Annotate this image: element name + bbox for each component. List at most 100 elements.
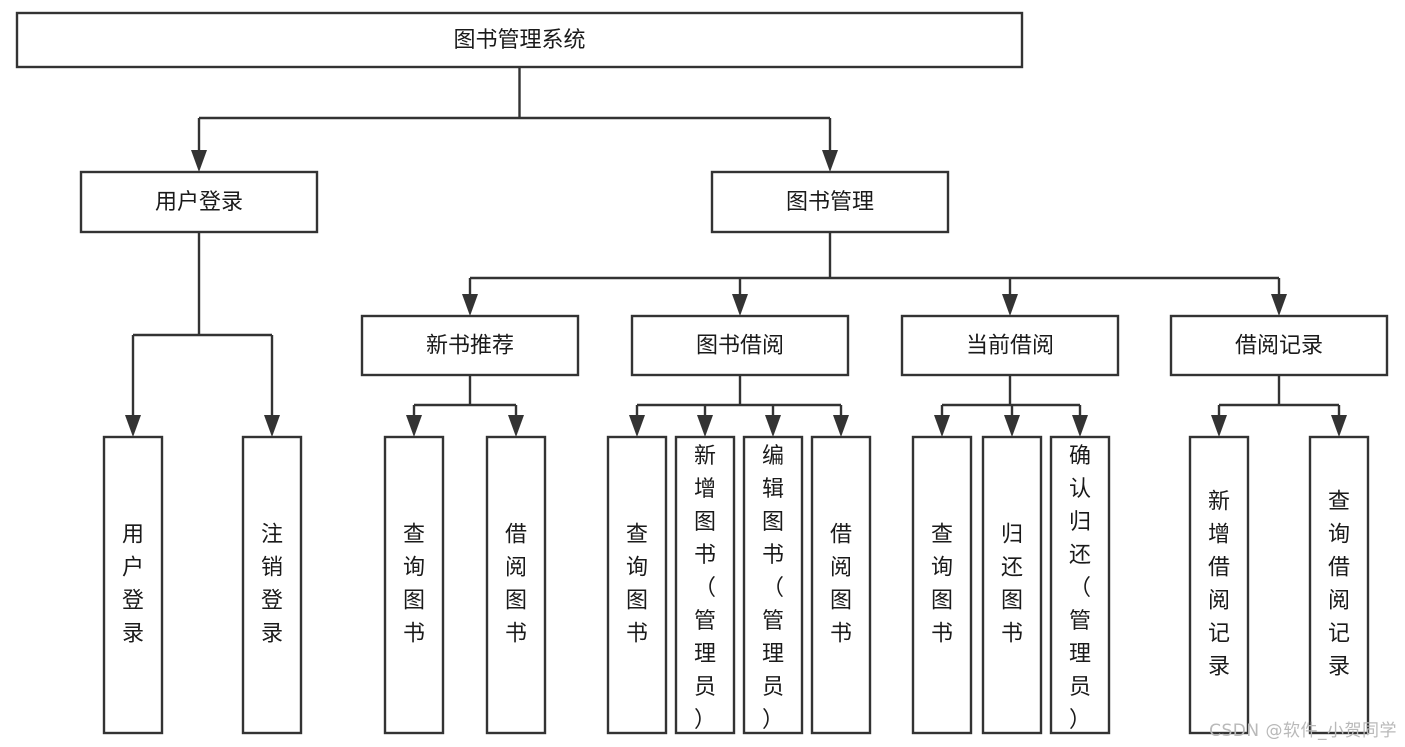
svg-text:阅: 阅 — [505, 556, 527, 581]
node-box-leaf-user-logout[interactable] — [241, 435, 303, 735]
arrow-head-icon — [629, 415, 645, 437]
svg-text:员: 员 — [1069, 675, 1091, 700]
svg-text:书: 书 — [931, 622, 953, 647]
node-box-leaf-query-book-3[interactable] — [911, 435, 973, 735]
svg-text:书: 书 — [626, 622, 648, 647]
svg-text:确: 确 — [1069, 444, 1091, 469]
svg-text:询: 询 — [931, 556, 953, 581]
node-box-book-borrow[interactable] — [630, 314, 850, 377]
node-box-book-management[interactable] — [710, 170, 950, 234]
svg-text:新: 新 — [694, 444, 716, 469]
arrow-head-icon — [822, 150, 838, 172]
node-box-leaf-query-record[interactable] — [1308, 435, 1370, 735]
svg-text:阅: 阅 — [830, 556, 852, 581]
svg-text:（: （ — [1069, 576, 1091, 601]
svg-text:）: ） — [694, 708, 716, 733]
svg-text:借: 借 — [830, 523, 852, 548]
svg-text:询: 询 — [626, 556, 648, 581]
arrow-head-icon — [765, 415, 781, 437]
svg-text:图: 图 — [694, 510, 716, 535]
node-root[interactable]: 图书管理系统 — [15, 11, 1024, 69]
node-box-leaf-user-login[interactable] — [102, 435, 164, 735]
node-label-leaf-user-login: 用户登录 — [122, 523, 144, 647]
node-label-user-login: 用户登录 — [155, 190, 243, 215]
node-label-new-book-recommend: 新书推荐 — [426, 334, 514, 359]
connector-borrow-record — [1211, 375, 1347, 437]
node-book-borrow[interactable]: 图书借阅 — [630, 314, 850, 377]
svg-text:还: 还 — [1069, 543, 1091, 568]
node-box-root[interactable] — [15, 11, 1024, 69]
svg-text:图: 图 — [1001, 589, 1023, 614]
node-box-borrow-record[interactable] — [1169, 314, 1389, 377]
svg-text:录: 录 — [1208, 655, 1230, 680]
svg-text:登: 登 — [261, 589, 283, 614]
node-borrow-record[interactable]: 借阅记录 — [1169, 314, 1389, 377]
node-new-book-recommend[interactable]: 新书推荐 — [360, 314, 580, 377]
arrow-head-icon — [732, 294, 748, 316]
node-current-borrow[interactable]: 当前借阅 — [900, 314, 1120, 377]
node-box-leaf-confirm-return[interactable] — [1049, 435, 1111, 735]
svg-text:登: 登 — [122, 589, 144, 614]
node-box-leaf-add-book[interactable] — [674, 435, 736, 735]
svg-text:录: 录 — [261, 622, 283, 647]
svg-text:理: 理 — [694, 642, 716, 667]
node-box-leaf-add-record[interactable] — [1188, 435, 1250, 735]
node-box-leaf-query-book-1[interactable] — [383, 435, 445, 735]
node-book-management[interactable]: 图书管理 — [710, 170, 950, 234]
svg-text:借: 借 — [1328, 556, 1350, 581]
connector-root — [191, 67, 838, 172]
node-box-leaf-borrow-book-2[interactable] — [810, 435, 872, 735]
arrow-head-icon — [125, 415, 141, 437]
svg-text:归: 归 — [1069, 510, 1091, 535]
svg-text:阅: 阅 — [1328, 589, 1350, 614]
node-box-leaf-edit-book[interactable] — [742, 435, 804, 735]
arrow-head-icon — [934, 415, 950, 437]
svg-text:书: 书 — [1001, 622, 1023, 647]
svg-text:询: 询 — [403, 556, 425, 581]
node-label-root: 图书管理系统 — [453, 28, 585, 53]
node-user-login[interactable]: 用户登录 — [79, 170, 319, 234]
node-box-new-book-recommend[interactable] — [360, 314, 580, 377]
svg-text:管: 管 — [762, 609, 784, 634]
svg-text:注: 注 — [261, 523, 283, 548]
node-box-leaf-query-book-2[interactable] — [606, 435, 668, 735]
arrow-head-icon — [1004, 415, 1020, 437]
node-leaf-user-login[interactable]: 用户登录 — [102, 435, 164, 735]
svg-text:（: （ — [694, 576, 716, 601]
node-box-leaf-return-book[interactable] — [981, 435, 1043, 735]
node-box-leaf-borrow-book-1[interactable] — [485, 435, 547, 735]
svg-text:辑: 辑 — [762, 477, 784, 502]
svg-text:记: 记 — [1208, 622, 1230, 647]
arrow-head-icon — [191, 150, 207, 172]
node-box-user-login[interactable] — [79, 170, 319, 234]
svg-text:记: 记 — [1328, 622, 1350, 647]
node-box-current-borrow[interactable] — [900, 314, 1120, 377]
svg-text:图: 图 — [931, 589, 953, 614]
svg-text:书: 书 — [762, 543, 784, 568]
svg-text:归: 归 — [1001, 523, 1023, 548]
arrow-head-icon — [1211, 415, 1227, 437]
svg-text:）: ） — [1069, 708, 1091, 733]
svg-text:认: 认 — [1069, 477, 1091, 502]
svg-text:查: 查 — [931, 523, 953, 548]
